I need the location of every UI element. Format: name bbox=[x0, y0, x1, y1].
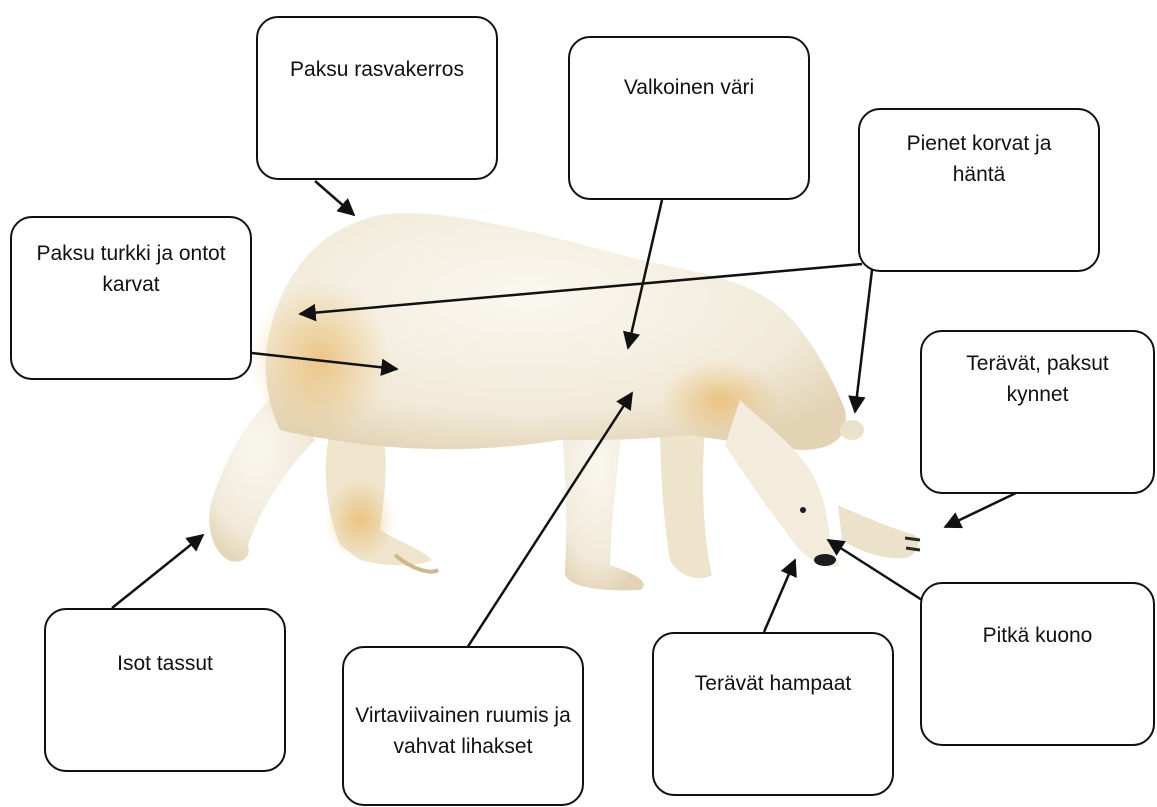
bear-ear bbox=[840, 420, 864, 440]
label-white-color: Valkoinen väri bbox=[568, 36, 810, 200]
label-streamlined-body-text: Virtaviivainen ruumis ja vahvat lihakset bbox=[350, 700, 576, 762]
label-ears-tail-text: Pienet korvat ja häntä bbox=[900, 128, 1058, 190]
fore-leg-back bbox=[660, 420, 712, 578]
label-big-paws-text: Isot tassut bbox=[117, 648, 213, 679]
label-thick-fur: Paksu turkki ja ontot karvat bbox=[10, 216, 252, 380]
bear-nose bbox=[814, 554, 836, 566]
label-big-paws: Isot tassut bbox=[44, 608, 286, 772]
label-ears-tail: Pienet korvat ja häntä bbox=[858, 108, 1100, 272]
label-claws-text: Terävät, paksut kynnet bbox=[952, 348, 1123, 410]
label-claws: Terävät, paksut kynnet bbox=[920, 330, 1155, 494]
label-fat-layer: Paksu rasvakerros bbox=[256, 16, 498, 180]
fur-stain-leg bbox=[325, 480, 395, 560]
label-sharp-teeth: Terävät hampaat bbox=[652, 632, 894, 796]
fur-stain-hip bbox=[250, 280, 390, 440]
bear-eye bbox=[800, 507, 806, 513]
label-sharp-teeth-text: Terävät hampaat bbox=[695, 668, 851, 699]
label-long-snout-text: Pitkä kuono bbox=[983, 620, 1093, 651]
label-long-snout: Pitkä kuono bbox=[920, 582, 1155, 746]
label-white-color-text: Valkoinen väri bbox=[624, 72, 754, 103]
label-streamlined-body: Virtaviivainen ruumis ja vahvat lihakset bbox=[342, 646, 584, 806]
front-paw bbox=[838, 505, 918, 558]
label-fat-layer-text: Paksu rasvakerros bbox=[290, 54, 464, 85]
label-thick-fur-text: Paksu turkki ja ontot karvat bbox=[22, 238, 240, 300]
